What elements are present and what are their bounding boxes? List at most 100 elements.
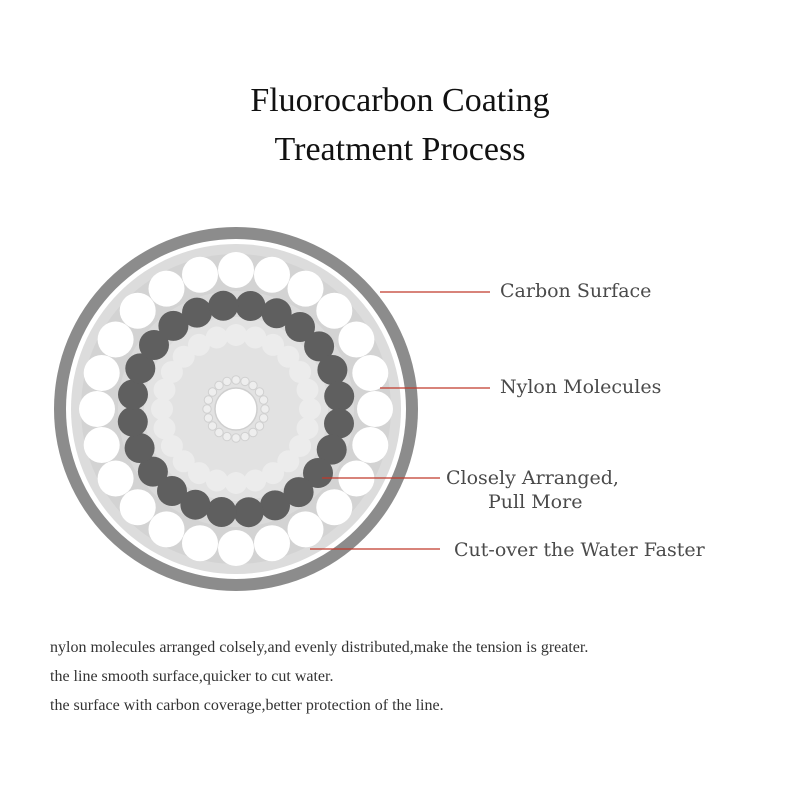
dark-molecule xyxy=(124,433,155,463)
inner-molecule xyxy=(160,435,183,457)
dark-molecule xyxy=(118,379,148,410)
core-dot xyxy=(203,395,214,405)
outer-molecule xyxy=(287,270,324,307)
dark-molecule xyxy=(206,497,237,527)
dark-molecule xyxy=(137,456,168,487)
dark-molecule xyxy=(303,458,333,488)
outer-molecule xyxy=(97,460,134,497)
dark-molecule xyxy=(316,434,347,465)
callout-closely-arranged-line-2: Pull More xyxy=(488,491,583,513)
dark-molecule xyxy=(139,330,169,360)
inner-molecule xyxy=(225,324,247,346)
outer-molecule xyxy=(357,391,393,427)
core-dot xyxy=(207,421,218,431)
dark-molecule xyxy=(261,298,292,329)
outer-molecule xyxy=(182,256,218,293)
title-line-2: Treatment Process xyxy=(274,131,526,168)
callout-nylon-molecules: Nylon Molecules xyxy=(500,376,662,398)
core-dot xyxy=(258,395,269,405)
dark-nylon-molecules xyxy=(117,290,355,528)
inner-molecule xyxy=(225,472,247,494)
inner-molecule xyxy=(153,417,176,440)
outer-molecule xyxy=(254,256,290,293)
outer-molecule xyxy=(218,252,254,288)
outer-molecule xyxy=(316,489,353,526)
dark-molecule xyxy=(208,290,239,321)
inner-molecule xyxy=(296,378,319,401)
inner-molecule xyxy=(277,345,300,368)
outer-molecule xyxy=(254,525,290,562)
title-line-1: Fluorocarbon Coating xyxy=(250,82,550,119)
core-dot xyxy=(258,413,269,423)
core-dot xyxy=(222,431,232,442)
outer-nylon-molecules xyxy=(79,252,393,566)
inner-molecule xyxy=(262,333,284,356)
inner-molecule xyxy=(299,398,321,420)
core-dot xyxy=(222,376,232,387)
inner-molecule xyxy=(172,450,195,473)
core-dot xyxy=(248,380,258,391)
description-line-2: the line smooth surface,quicker to cut w… xyxy=(50,668,334,685)
core-dot xyxy=(240,431,250,442)
dark-molecule xyxy=(182,297,212,328)
core-dot xyxy=(240,376,250,387)
dark-molecule xyxy=(304,331,335,362)
core-dot-ring xyxy=(202,375,270,443)
outer-molecule xyxy=(287,511,324,548)
inner-molecule xyxy=(244,469,267,492)
dark-molecule xyxy=(317,355,348,385)
outer-molecule xyxy=(316,292,353,329)
outer-molecule xyxy=(338,321,375,358)
inner-molecule xyxy=(289,435,312,457)
outer-molecule xyxy=(218,530,254,566)
inner-molecule xyxy=(262,462,284,485)
dark-molecule xyxy=(260,490,290,521)
outer-molecule xyxy=(182,525,218,562)
outer-molecule xyxy=(148,511,185,548)
callout-closely-arranged-line-1: Closely Arranged, xyxy=(446,467,619,489)
outer-molecule xyxy=(79,391,115,427)
core-dot xyxy=(248,427,258,438)
callout-cut-water: Cut-over the Water Faster xyxy=(454,539,705,561)
outer-molecule xyxy=(352,427,389,463)
core-dot xyxy=(231,433,241,443)
inner-molecule xyxy=(153,378,176,401)
description-line-3: the surface with carbon coverage,better … xyxy=(50,697,444,714)
dark-molecule xyxy=(233,497,264,528)
core-dot xyxy=(214,380,224,391)
inner-molecule xyxy=(289,361,312,383)
dark-molecule xyxy=(117,406,148,437)
dark-molecule xyxy=(158,310,189,341)
dark-molecule xyxy=(157,476,187,506)
outer-molecule xyxy=(148,270,185,307)
core-dot xyxy=(231,375,241,385)
core-dot xyxy=(203,413,214,423)
inner-molecule xyxy=(188,462,210,485)
core-dot xyxy=(260,404,270,414)
core-dot xyxy=(202,404,212,414)
inner-molecule xyxy=(244,326,267,349)
inner-molecule xyxy=(160,361,183,383)
description-line-1: nylon molecules arranged colsely,and eve… xyxy=(50,639,589,656)
inner-molecule xyxy=(188,333,210,356)
core-dot xyxy=(254,421,265,431)
dark-molecule xyxy=(285,312,315,342)
inner-molecule xyxy=(296,417,319,440)
core-dot xyxy=(214,427,224,438)
dark-molecule xyxy=(324,381,355,412)
outer-molecule xyxy=(352,355,389,391)
outer-molecule xyxy=(83,355,120,391)
inner-molecule xyxy=(277,450,300,473)
inner-molecule xyxy=(205,326,228,349)
inner-molecule xyxy=(151,398,173,420)
inner-molecule xyxy=(172,345,195,368)
core-dot xyxy=(207,387,218,397)
core-circle xyxy=(214,387,258,431)
dark-molecule xyxy=(180,489,211,520)
core-dot xyxy=(254,387,265,397)
outer-molecule xyxy=(83,427,120,463)
dark-molecule xyxy=(283,477,314,508)
dark-molecule xyxy=(324,408,354,439)
